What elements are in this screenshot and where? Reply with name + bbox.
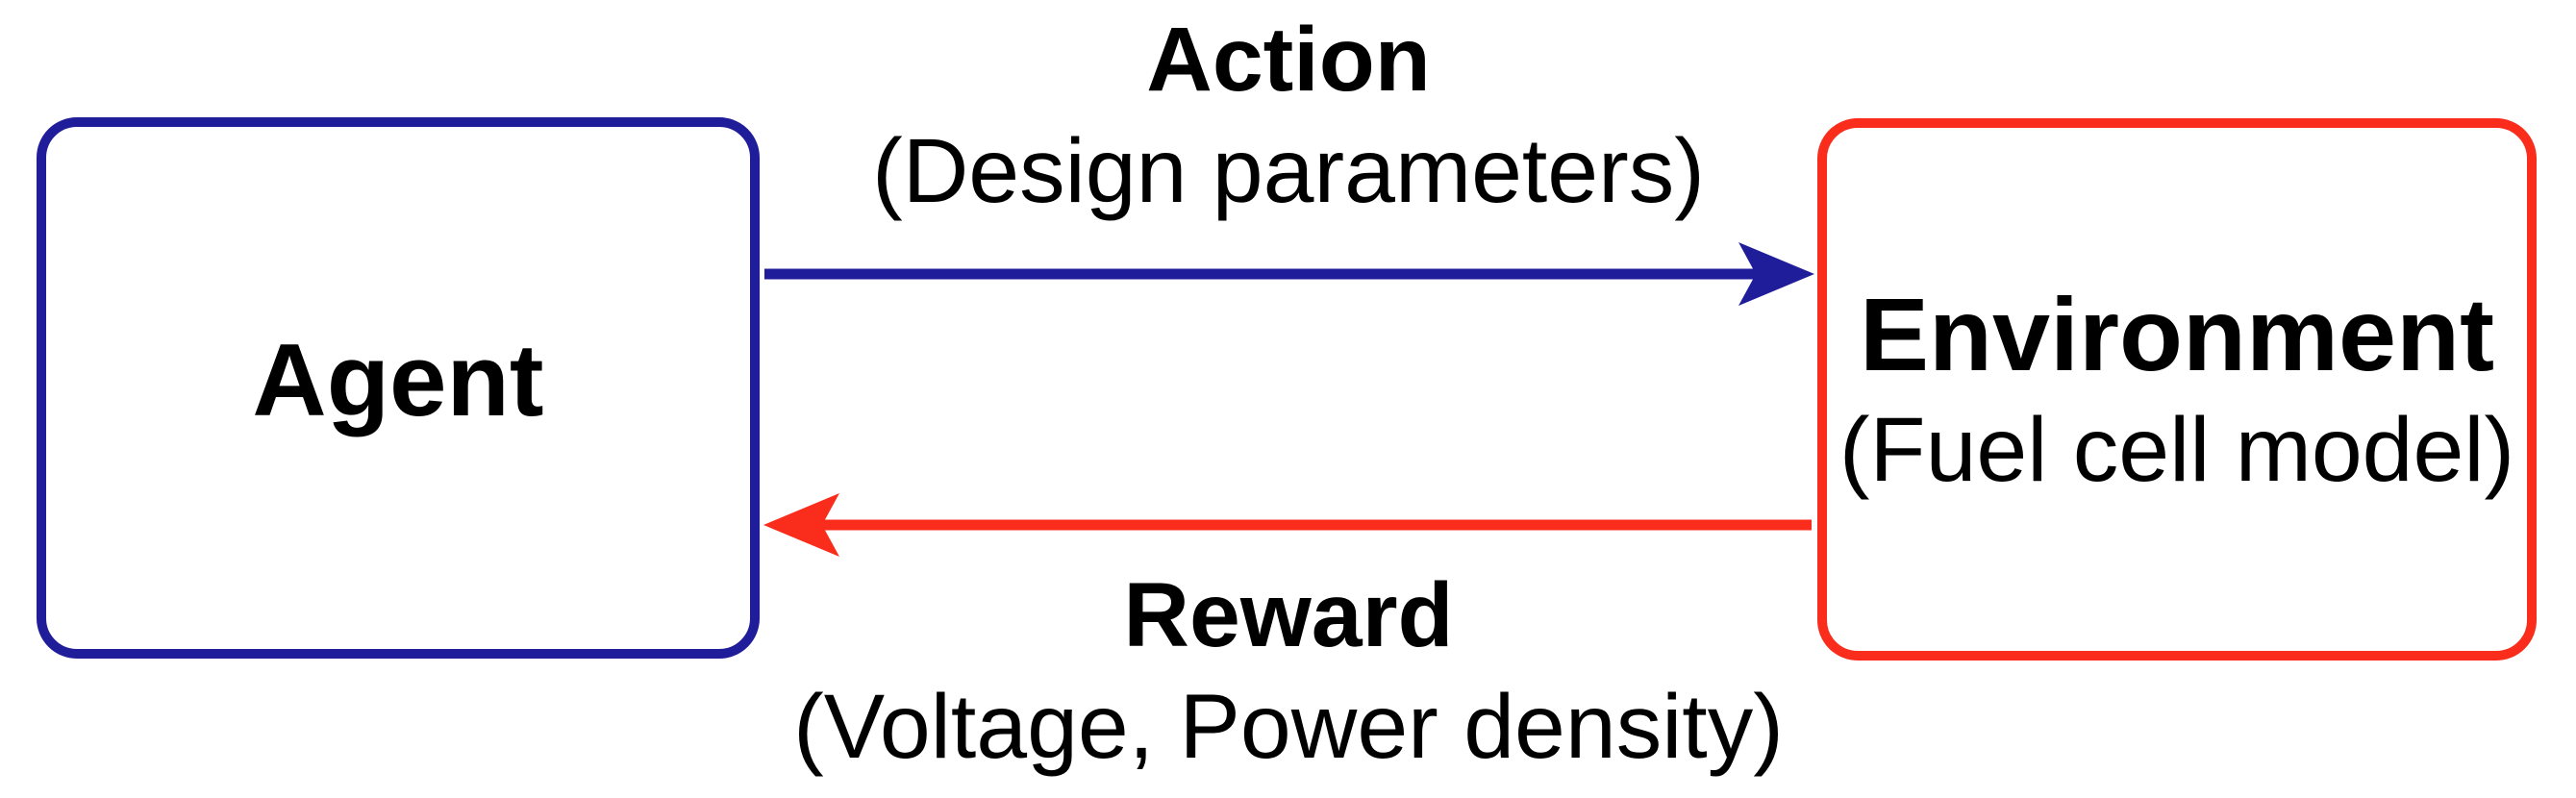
reward-edge-labels: Reward (Voltage, Power density) — [760, 561, 1817, 781]
agent-node: Agent — [37, 117, 760, 659]
environment-node: Environment (Fuel cell model) — [1817, 118, 2537, 661]
action-arrowhead-icon — [1738, 242, 1814, 306]
action-sublabel: (Design parameters) — [872, 120, 1705, 222]
agent-label: Agent — [252, 321, 544, 437]
reward-sublabel: (Voltage, Power density) — [793, 676, 1784, 778]
environment-sublabel: (Fuel cell model) — [1838, 399, 2515, 502]
reward-arrow — [763, 493, 1812, 557]
reward-label: Reward — [1123, 564, 1454, 666]
action-label: Action — [1146, 9, 1431, 111]
action-arrow — [764, 242, 1814, 306]
action-edge-labels: Action (Design parameters) — [760, 6, 1817, 225]
environment-label: Environment — [1859, 276, 2495, 393]
reward-arrowhead-icon — [763, 493, 839, 557]
